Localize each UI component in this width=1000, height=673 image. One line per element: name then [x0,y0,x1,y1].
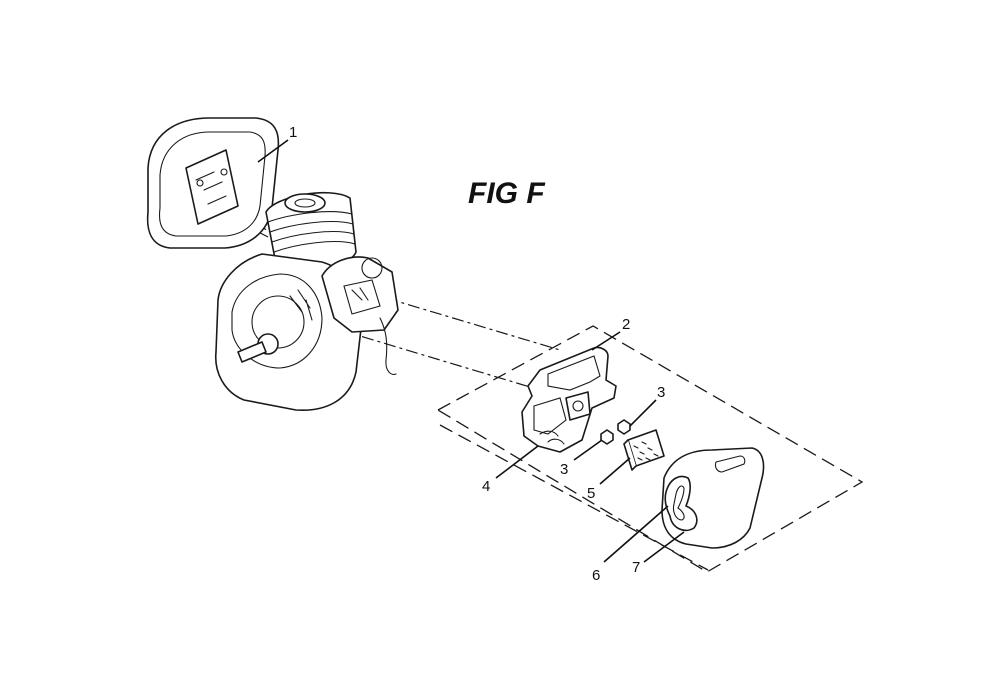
callout-5: 5 [587,485,595,502]
callout-2: 2 [622,316,630,333]
callout-6: 6 [592,567,600,584]
foam-filter-element [623,429,665,471]
leader-lines [257,139,685,563]
muffler-cover [146,117,280,249]
assembly-envelope [436,325,864,573]
nut-upper [617,419,631,435]
callout-3-upper: 3 [657,384,665,401]
engine-assembly [214,191,399,411]
air-filter-cover [661,447,765,549]
callout-1: 1 [289,124,297,141]
nut-lower [600,429,614,445]
air-filter-base [521,346,617,453]
figure-title: FIG F [468,177,545,210]
callout-4: 4 [482,478,490,495]
callout-7: 7 [632,559,640,576]
callout-3-lower: 3 [560,461,568,478]
